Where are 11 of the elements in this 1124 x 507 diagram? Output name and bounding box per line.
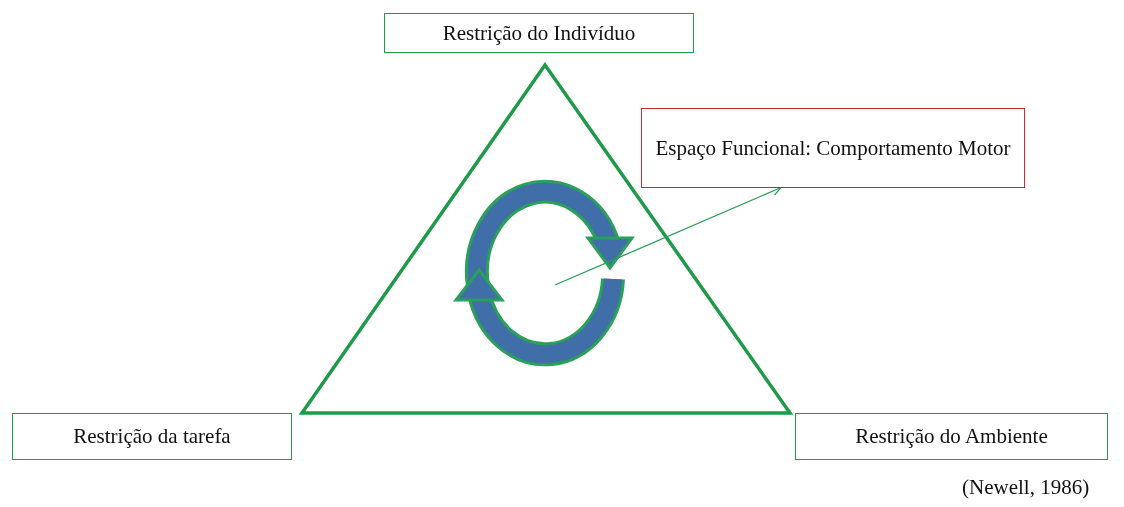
- box-label: Restrição da tarefa: [72, 423, 232, 450]
- leader-line: [554, 186, 782, 286]
- box-label: Restrição do Ambiente: [854, 423, 1049, 450]
- text-box: [12, 413, 292, 460]
- box-label: Espaço Funcional: Comportamento Motor: [654, 134, 1012, 162]
- text-box: [641, 108, 1025, 188]
- citation: (Newell, 1986): [962, 475, 1090, 500]
- cycle-arrows-drawing: [452, 179, 635, 367]
- box-label: Restrição do Indivíduo: [441, 19, 637, 47]
- text-box: [384, 13, 694, 53]
- text-box: [795, 413, 1108, 460]
